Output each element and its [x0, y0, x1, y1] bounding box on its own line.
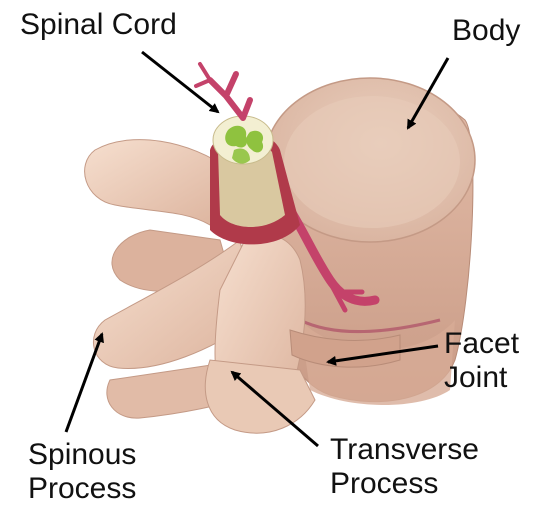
- label-spinous-process: Spinous Process: [28, 438, 136, 506]
- label-facet-joint: Facet Joint: [444, 327, 519, 395]
- label-transverse-process: Transverse Process: [330, 433, 479, 501]
- label-spinous-process-line1: Spinous: [28, 438, 136, 472]
- arrow-spinous-process: [66, 334, 102, 432]
- label-transverse-process-line1: Transverse: [330, 433, 479, 467]
- label-facet-joint-line2: Joint: [444, 361, 519, 395]
- label-spinal-cord: Spinal Cord: [20, 8, 177, 42]
- label-facet-joint-line1: Facet: [444, 327, 519, 361]
- label-spinous-process-line2: Process: [28, 472, 136, 506]
- label-transverse-process-line2: Process: [330, 467, 479, 501]
- label-body: Body: [452, 14, 520, 48]
